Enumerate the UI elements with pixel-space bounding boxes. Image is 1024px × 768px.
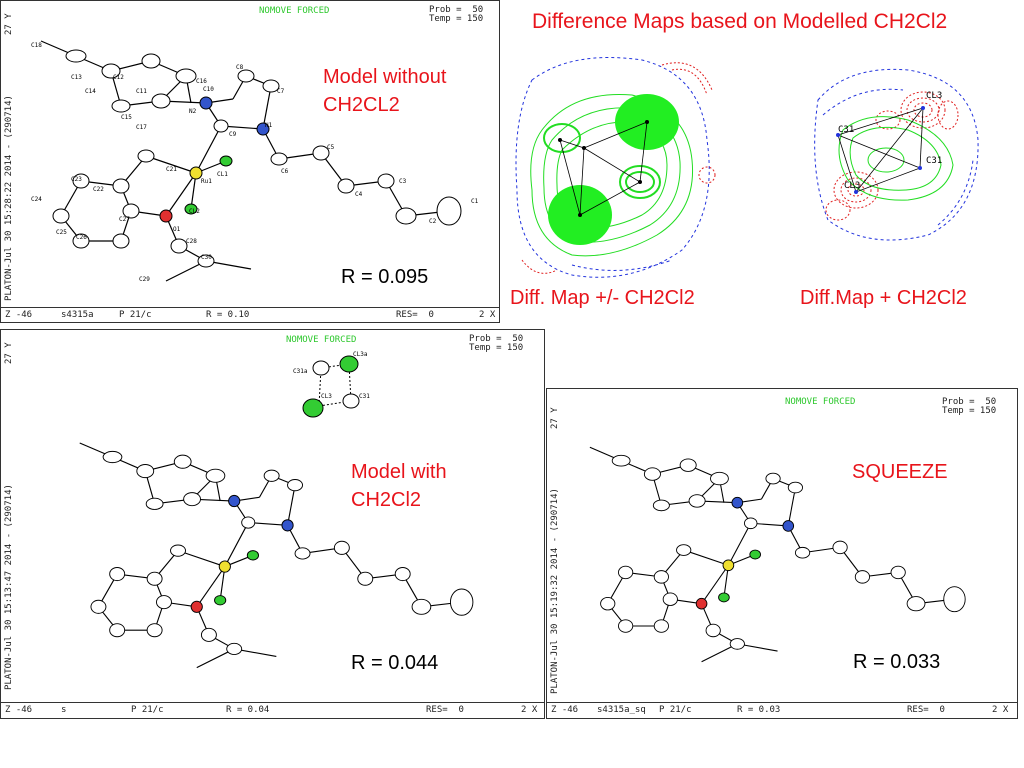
svg-text:C7: C7 — [277, 88, 285, 95]
diff-map-right-label: CL3 — [926, 91, 942, 101]
side-y-label: 27 Y — [4, 13, 14, 35]
svg-text:Ru1: Ru1 — [201, 178, 212, 185]
svg-text:C22: C22 — [93, 186, 104, 193]
header-nomove: NOMOVE FORCED — [286, 335, 357, 345]
svg-text:C21: C21 — [166, 166, 177, 173]
diff-map-right-caption: Diff.Map + CH2Cl2 — [800, 287, 967, 309]
annotation-squeeze: SQUEEZE — [852, 461, 948, 483]
svg-text:CL1: CL1 — [217, 171, 228, 178]
side-date: PLATON-Jul 30 15:13:47 2014 - (290714) — [4, 484, 14, 690]
svg-text:C27: C27 — [119, 216, 130, 223]
r-value-bottom-right: R = 0.033 — [853, 651, 941, 673]
footer-res: RES= 0 — [907, 705, 945, 715]
footer-x: 2 X — [992, 705, 1009, 715]
solvent-ch2cl2: CL3a C31a C31 CL3 — [293, 351, 370, 418]
side-y-label: 27 Y — [550, 407, 560, 429]
solvent-label: C31a — [293, 368, 308, 375]
svg-text:C5: C5 — [327, 144, 335, 151]
footer-res: RES= 0 — [426, 705, 464, 715]
side-date: PLATON-Jul 30 15:19:32 2014 - (290714) — [550, 488, 560, 694]
svg-text:C29: C29 — [139, 276, 150, 283]
temp-label: Temp = 150 — [942, 406, 997, 416]
footer-name: s4315a_sq — [597, 705, 646, 715]
svg-text:C16: C16 — [196, 78, 207, 85]
svg-text:C3: C3 — [399, 178, 407, 185]
svg-text:C15: C15 — [121, 114, 132, 121]
annotation-without-ch2cl2: Model without CH2CL2 — [323, 66, 447, 116]
svg-text:O1: O1 — [173, 226, 181, 233]
svg-text:C4: C4 — [355, 191, 363, 198]
diff-map-left-caption: Diff. Map +/- CH2Cl2 — [510, 287, 695, 309]
footer-spacegroup: P 21/c — [119, 310, 152, 320]
footer-res: RES= 0 — [396, 310, 434, 320]
diff-map-right: C31 C31 CL3 CL3 — [814, 68, 979, 241]
svg-text:C25: C25 — [56, 229, 67, 236]
temp-label: Temp = 150 — [429, 14, 484, 24]
panel-bottom-left: NOMOVE FORCED Prob = 50 Temp = 150 27 Y … — [0, 329, 545, 719]
annotation-with-ch2cl2: Model with CH2Cl2 — [351, 461, 447, 511]
prob-label: Prob = 50 — [469, 334, 524, 344]
diff-map-right-label: C31 — [838, 125, 854, 135]
footer-z: Z -46 — [5, 705, 33, 715]
main-title: Difference Maps based on Modelled CH2Cl2 — [532, 10, 948, 33]
r-value-bottom-left: R = 0.044 — [351, 652, 439, 674]
footer-r: R = 0.10 — [206, 310, 250, 320]
side-y-label: 27 Y — [4, 342, 14, 364]
svg-text:C6: C6 — [281, 168, 289, 175]
prob-label: Prob = 50 — [942, 397, 997, 407]
svg-text:C28: C28 — [186, 238, 197, 245]
footer-name: s — [61, 705, 67, 715]
footer-z: Z -46 — [5, 310, 33, 320]
header-nomove: NOMOVE FORCED — [259, 6, 330, 16]
svg-text:C14: C14 — [85, 88, 96, 95]
temp-label: Temp = 150 — [469, 343, 524, 353]
svg-text:N1: N1 — [265, 122, 273, 129]
solvent-label: C31 — [359, 393, 370, 400]
panel-bottom-right: NOMOVE FORCED Prob = 50 Temp = 150 27 Y … — [546, 388, 1018, 719]
footer-divider — [1, 307, 499, 308]
diff-map-left — [515, 57, 716, 278]
header-nomove: NOMOVE FORCED — [785, 397, 856, 407]
svg-text:C30: C30 — [201, 254, 212, 261]
footer-x: 2 X — [479, 310, 496, 320]
footer-divider — [1, 702, 544, 703]
side-date: PLATON-Jul 30 15:28:22 2014 - (290714) — [4, 95, 14, 301]
footer-x: 2 X — [521, 705, 538, 715]
svg-text:C24: C24 — [31, 196, 42, 203]
footer-name: s4315a — [61, 310, 94, 320]
footer-spacegroup: P 21/c — [131, 705, 164, 715]
panel-top-left: NOMOVE FORCED Prob = 50 Temp = 150 27 Y … — [0, 0, 500, 323]
diff-map-right-label: CL3 — [844, 181, 860, 191]
svg-text:CL2: CL2 — [189, 208, 200, 215]
svg-text:C12: C12 — [113, 74, 124, 81]
footer-divider — [547, 702, 1017, 703]
solvent-label: CL3a — [353, 351, 368, 358]
svg-text:C8: C8 — [236, 64, 244, 71]
svg-text:N2: N2 — [189, 108, 197, 115]
svg-text:C11: C11 — [136, 88, 147, 95]
r-value-top-left: R = 0.095 — [341, 266, 429, 288]
solvent-label: CL3 — [321, 393, 332, 400]
footer-spacegroup: P 21/c — [659, 705, 692, 715]
svg-text:C18: C18 — [31, 42, 42, 49]
footer-r: R = 0.04 — [226, 705, 270, 715]
svg-text:C13: C13 — [71, 74, 82, 81]
diff-map-right-label: C31 — [926, 156, 942, 166]
footer-z: Z -46 — [551, 705, 579, 715]
molecule-bottom-left — [79, 442, 474, 669]
svg-text:C10: C10 — [203, 86, 214, 93]
svg-text:C26: C26 — [76, 234, 87, 241]
svg-text:C1: C1 — [471, 198, 479, 205]
footer-r: R = 0.03 — [737, 705, 781, 715]
molecule-bottom-right — [589, 446, 966, 663]
svg-text:C2: C2 — [429, 218, 437, 225]
svg-text:C17: C17 — [136, 124, 147, 131]
prob-label: Prob = 50 — [429, 5, 484, 15]
svg-text:C9: C9 — [229, 131, 237, 138]
svg-text:C23: C23 — [71, 176, 82, 183]
